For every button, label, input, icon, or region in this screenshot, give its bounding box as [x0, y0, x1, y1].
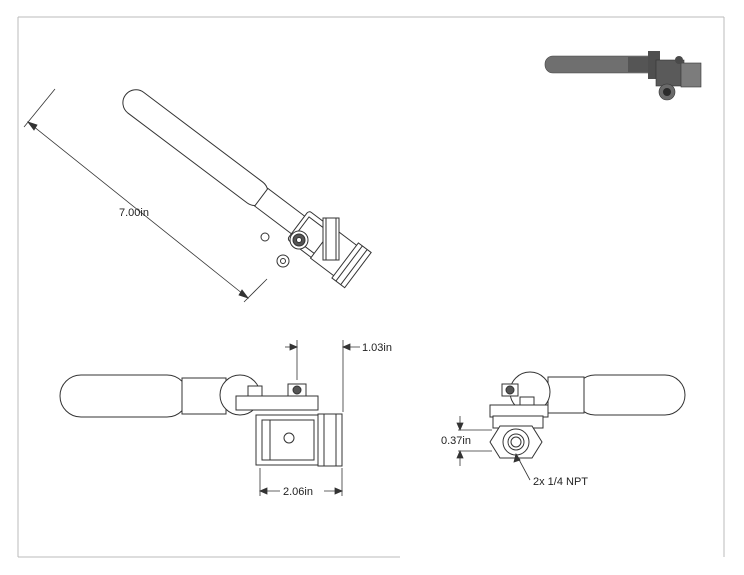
- length-dimension-label: 7.00in: [119, 207, 149, 219]
- length-dimension: [23, 88, 268, 303]
- offset-dimension: [285, 340, 360, 412]
- port-callout-label: 2x 1/4 NPT: [533, 476, 588, 488]
- width-dimension-label: 2.06in: [283, 486, 313, 498]
- height-dimension: [456, 416, 492, 466]
- height-dimension-label: 0.37in: [441, 435, 471, 447]
- port-leader: [513, 453, 531, 481]
- offset-dimension-label: 1.03in: [362, 342, 392, 354]
- sheet-border: [17, 16, 725, 558]
- valve-front-view: [59, 374, 343, 467]
- valve-side-view: [489, 371, 686, 459]
- valve-isometric-icon: [544, 51, 702, 101]
- valve-top-view: [122, 89, 372, 289]
